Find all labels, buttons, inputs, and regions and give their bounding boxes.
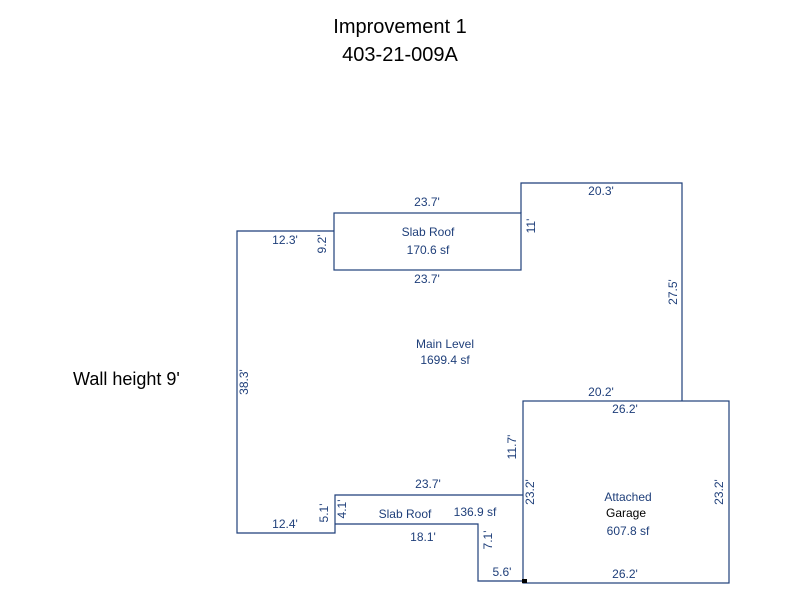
main-level-outline bbox=[236, 230, 523, 534]
dim-bottom-slab-left-outer: 5.1' bbox=[317, 504, 331, 523]
dim-upper-right-side: 27.5' bbox=[666, 279, 680, 305]
dim-bottom-slab-bottom: 18.1' bbox=[410, 530, 436, 544]
sketch-title: Improvement 1 bbox=[333, 16, 467, 38]
slab-roof-top-outline bbox=[333, 212, 522, 271]
dim-bottom-slab-top: 23.7' bbox=[415, 477, 441, 491]
dim-main-right-drop: 11.7' bbox=[505, 435, 519, 460]
dim-bottom-step: 5.6' bbox=[493, 565, 512, 579]
dim-left-side: 38.3' bbox=[237, 369, 251, 395]
garage-outline bbox=[522, 400, 730, 584]
slab-roof-bottom-sf: 136.9 sf bbox=[454, 505, 497, 519]
dim-garage-top: 26.2' bbox=[612, 402, 638, 416]
parcel-number: 403-21-009A bbox=[342, 44, 458, 66]
garage-sf: 607.8 sf bbox=[607, 524, 650, 538]
garage-label-garage: Garage bbox=[606, 506, 646, 520]
main-level-sf: 1699.4 sf bbox=[420, 353, 470, 367]
slab-roof-top-sf: 170.6 sf bbox=[407, 243, 450, 257]
slab-roof-bottom-outline bbox=[335, 523, 523, 582]
dim-garage-bottom: 26.2' bbox=[612, 567, 638, 581]
dim-bottom-slab-right: 7.1' bbox=[481, 531, 495, 550]
dim-top-slab-bottom: 23.7' bbox=[414, 272, 440, 286]
dim-top-slab-top: 23.7' bbox=[414, 195, 440, 209]
garage-label-attached: Attached bbox=[604, 490, 651, 504]
dim-top-slab-right: 11' bbox=[524, 219, 538, 234]
dim-garage-left: 23.2' bbox=[523, 479, 537, 505]
slab-roof-bottom-label: Slab Roof bbox=[379, 507, 432, 521]
dim-left-top-run: 12.3' bbox=[272, 233, 298, 247]
dim-left-bottom-run: 12.4' bbox=[272, 517, 298, 531]
slab-roof-top-label: Slab Roof bbox=[402, 225, 455, 239]
dim-main-right-run: 20.2' bbox=[588, 385, 614, 399]
main-level-upper-right-outline bbox=[520, 182, 683, 401]
main-level-label: Main Level bbox=[416, 337, 474, 351]
dim-garage-right: 23.2' bbox=[712, 479, 726, 505]
dim-top-slab-left: 9.2' bbox=[315, 235, 329, 254]
wall-height-note: Wall height 9' bbox=[73, 369, 180, 389]
garage-corner-marker bbox=[522, 579, 527, 583]
dim-upper-right-top: 20.3' bbox=[588, 184, 614, 198]
dim-bottom-slab-left-inner: 4.1' bbox=[335, 500, 349, 519]
